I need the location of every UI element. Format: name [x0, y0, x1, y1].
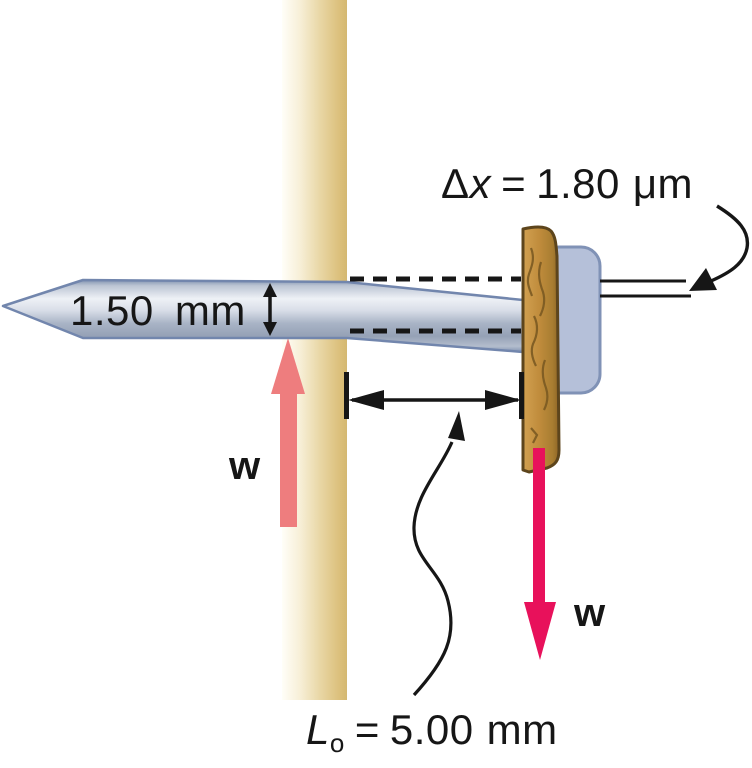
wood-board	[521, 225, 561, 474]
weight-arrow-up	[271, 338, 305, 527]
dimension-tick-left	[344, 372, 349, 419]
weight-arrow-down-head	[524, 602, 556, 660]
displacement-variable: x	[469, 160, 492, 207]
nail-diameter-label: 1.50 mm	[70, 290, 246, 332]
weight-arrow-down-shaft	[533, 448, 545, 605]
wall-stud	[282, 0, 347, 700]
weight-label-right: w	[574, 593, 605, 633]
weight-arrow-down	[524, 448, 556, 660]
curved-leader-arrow	[689, 204, 750, 291]
weight-label-left: w	[229, 446, 260, 486]
weight-right-text: w	[574, 591, 606, 635]
length-value: 5.00	[389, 706, 474, 753]
diameter-double-arrow	[263, 283, 277, 336]
length-unit: mm	[486, 706, 558, 753]
wood-grain	[526, 247, 549, 444]
weight-arrow-up-shaft	[280, 390, 297, 527]
wood-board-body	[521, 225, 561, 474]
delta-symbol: Δ	[441, 160, 470, 207]
weight-left-text: w	[229, 444, 261, 488]
shear-displacement-label: Δx=1.80 μm	[441, 163, 693, 205]
dimension-tick-right	[519, 372, 524, 419]
weight-arrow-up-head	[271, 338, 305, 394]
nail-diameter-value: 1.50 mm	[70, 287, 246, 334]
length-variable: L	[306, 706, 330, 753]
displacement-unit: μm	[632, 160, 694, 207]
dimension-arrow	[344, 372, 524, 419]
length-subscript: o	[329, 728, 345, 758]
original-length-label: Lo =5.00 mm	[306, 706, 558, 758]
displacement-value: 1.80	[536, 160, 620, 207]
equals-sign: =	[354, 706, 380, 753]
equals-sign: =	[501, 160, 527, 207]
wavy-leader-arrow	[412, 411, 465, 697]
